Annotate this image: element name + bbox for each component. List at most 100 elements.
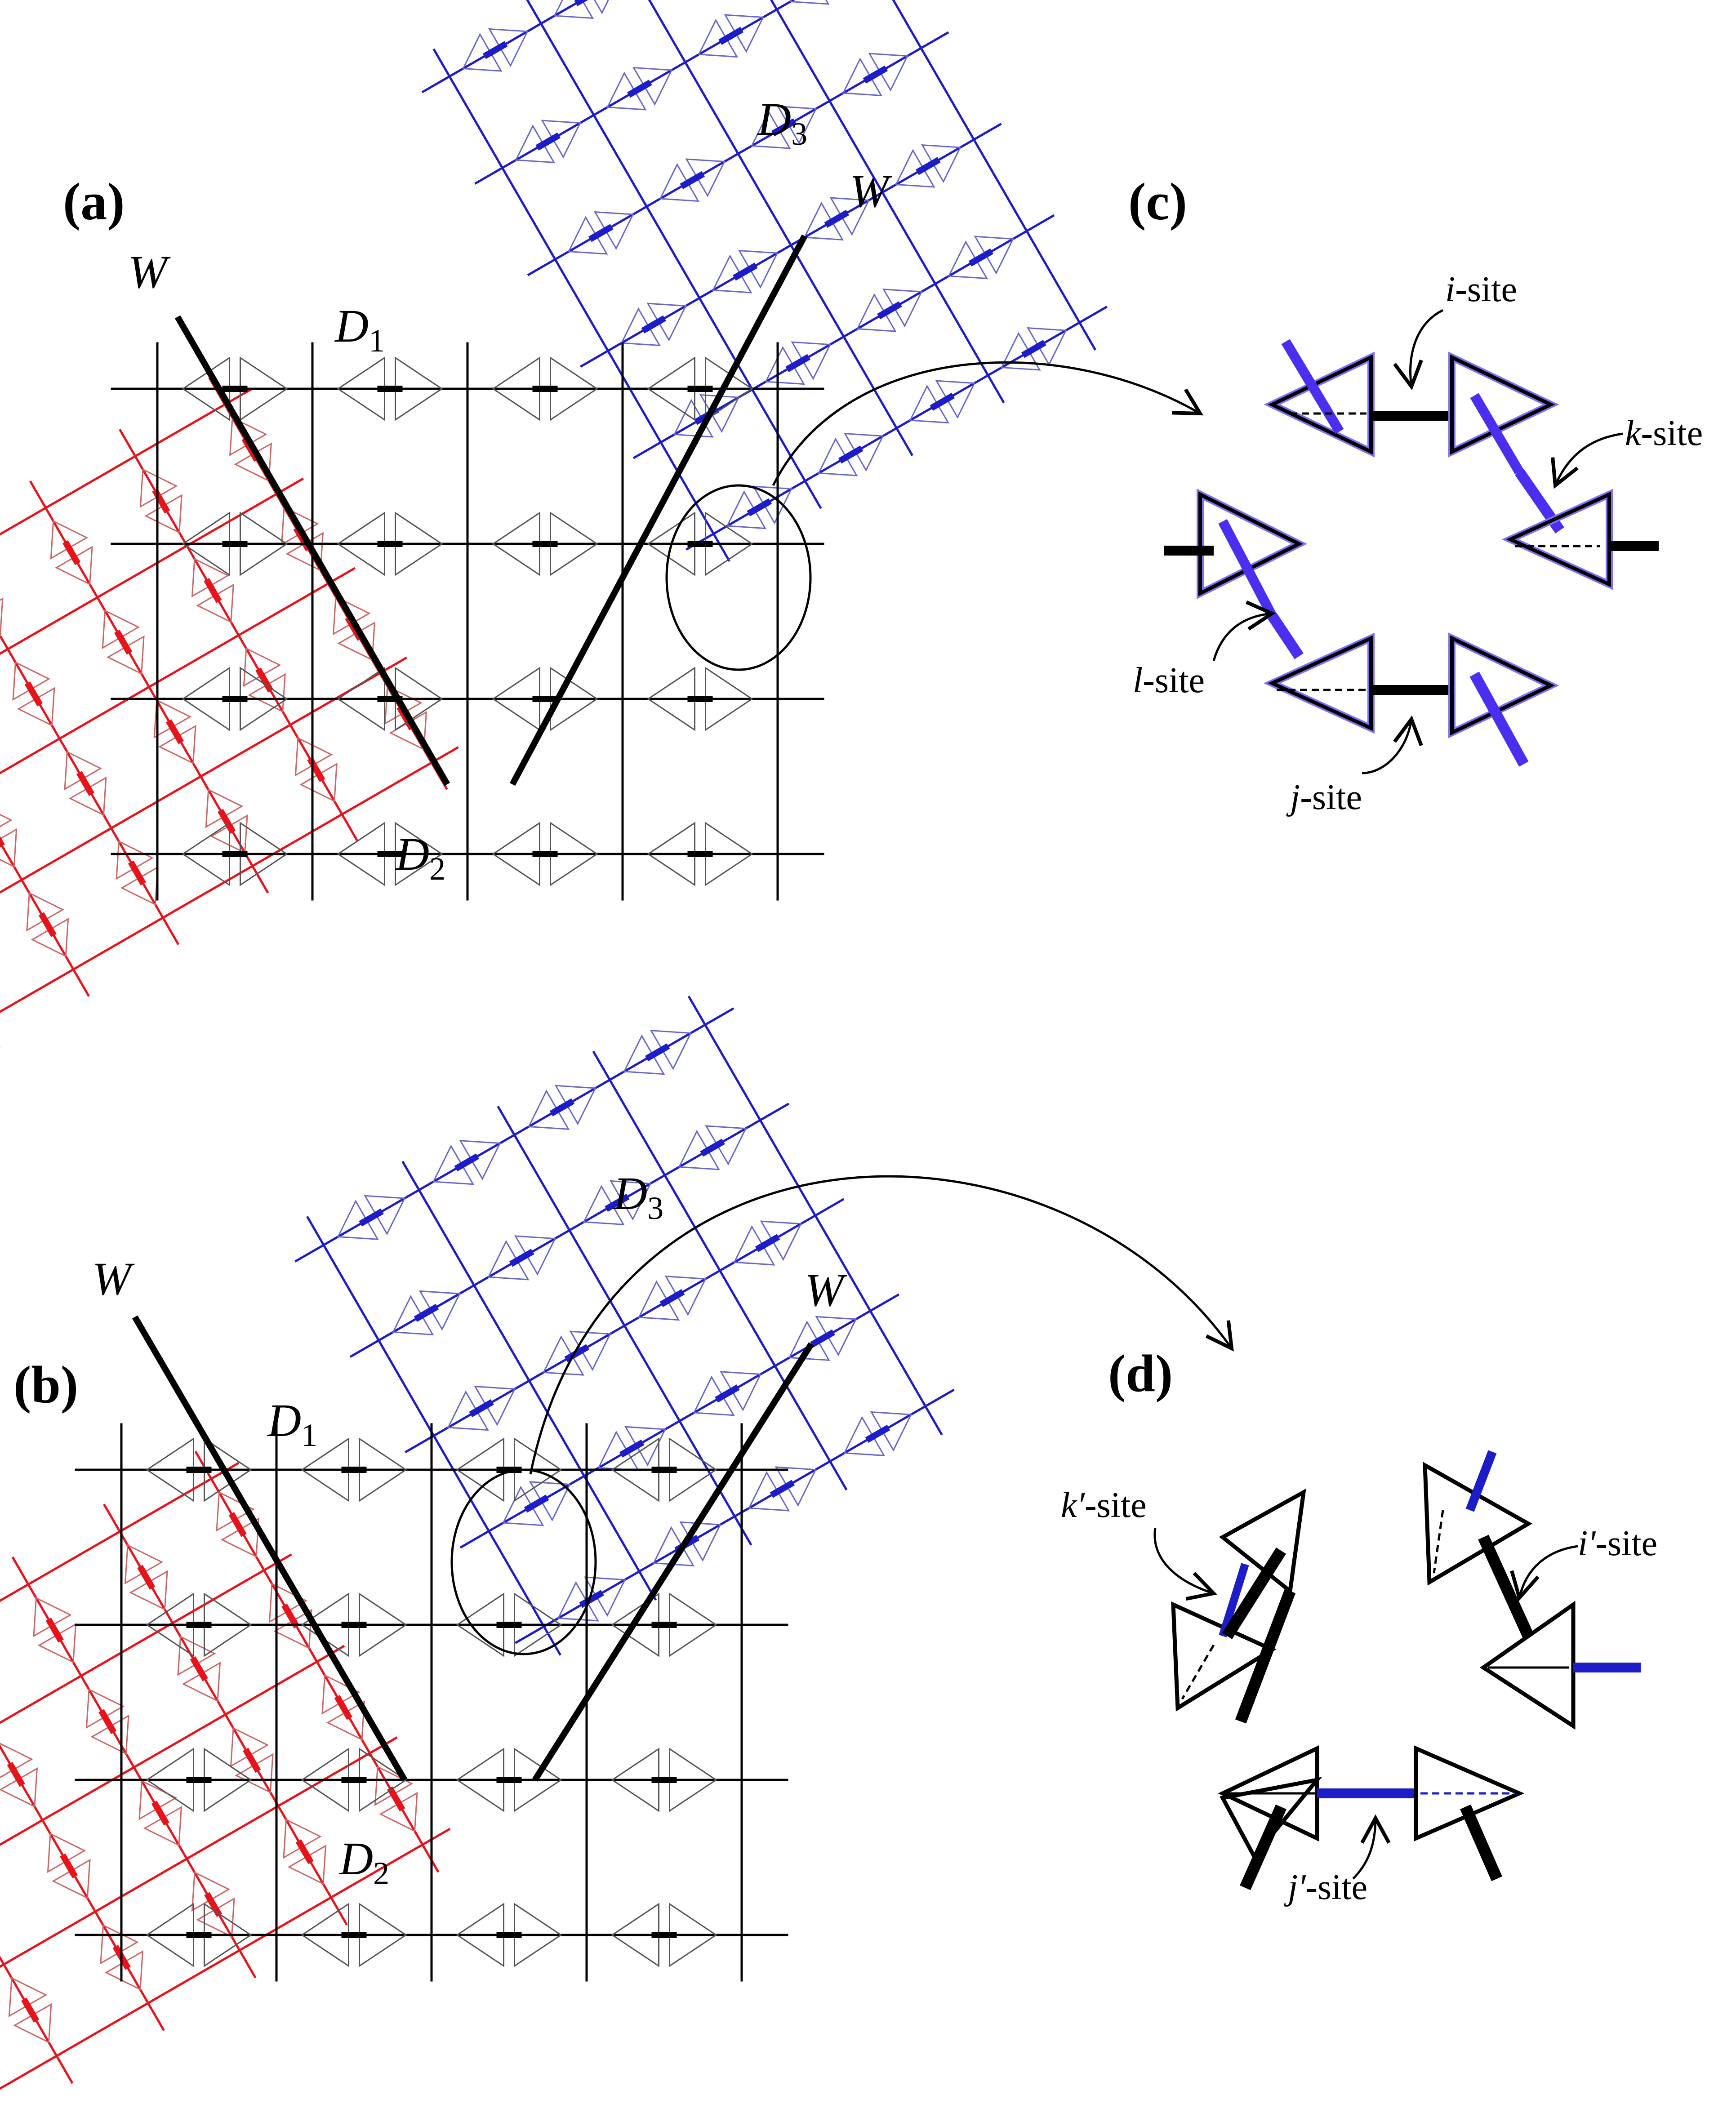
spin-bond	[337, 1697, 350, 1718]
jprime-site-label: j'-site	[1284, 1868, 1367, 1907]
spin-bond	[864, 68, 886, 81]
panel-label: (b)	[13, 1355, 78, 1414]
spin-bond	[140, 1566, 152, 1588]
spin-bond	[787, 357, 809, 369]
spin-bond	[970, 251, 992, 264]
spin-bond	[24, 1999, 36, 2021]
spin-bond	[456, 1156, 477, 1169]
grid-line	[0, 658, 407, 947]
domain-wall-left	[135, 1317, 405, 1780]
spin-bond	[117, 632, 129, 653]
spin-bond	[681, 174, 703, 187]
tetrahedron-glyph	[0, 1913, 14, 1961]
tetrahedron-bottom-right	[1416, 1748, 1519, 1879]
domain-d1-label: D1	[334, 300, 385, 359]
tetrahedron-bottom-left	[1223, 1748, 1317, 1888]
tetrahedron-upper-right	[1425, 1452, 1528, 1582]
spin-bond	[154, 1802, 167, 1824]
spin-bond	[717, 1387, 738, 1400]
panel-c: (c)	[1128, 172, 1703, 817]
spin-bond	[27, 683, 40, 705]
k-site-label: k-site	[1625, 414, 1703, 453]
spin-bond	[931, 396, 953, 408]
spin-bond	[826, 213, 847, 225]
grid-line	[0, 533, 178, 944]
wall-label-left: W	[92, 1253, 135, 1305]
zoom-arrow	[773, 362, 1200, 485]
domain-d2-label: D2	[395, 828, 445, 887]
spin-bond	[867, 1428, 888, 1440]
grid-line	[617, 0, 913, 456]
wall-label-right: W	[850, 165, 892, 217]
spin-bond	[65, 542, 78, 563]
spin-bond	[79, 773, 92, 794]
tetrahedron-left	[1164, 494, 1299, 616]
spin-bond	[720, 30, 742, 42]
domain-d2-label: D2	[338, 1833, 389, 1891]
spin-bond	[621, 1442, 643, 1455]
spin-bond	[390, 1788, 402, 1810]
wall-label-left: W	[128, 246, 171, 298]
spin-bond	[1023, 342, 1045, 355]
spin-bond	[0, 824, 2, 846]
spin-bond	[284, 1605, 297, 1627]
spin-bond	[643, 318, 664, 331]
lattice-grid	[0, 1436, 466, 2115]
tetrahedron-glyph	[0, 1967, 46, 2016]
spin-bond	[757, 1237, 778, 1250]
panel-d: (d)	[1061, 1344, 1657, 1907]
spin-bond	[734, 265, 756, 278]
spin-bond	[840, 448, 862, 461]
spin-bond	[298, 1841, 311, 1863]
d3-blue-lattice	[279, 980, 971, 1672]
spin-bond	[661, 1292, 683, 1304]
panel-label: (c)	[1128, 172, 1187, 231]
tetrahedron-right	[1510, 494, 1659, 584]
spin-bond	[415, 1307, 437, 1319]
grid-line	[475, 0, 895, 184]
spin-bond	[245, 1749, 258, 1771]
spin-bond	[41, 914, 54, 935]
spin-bond	[206, 580, 219, 601]
kprime-site-pointer	[1155, 1528, 1214, 1593]
tetrahedron-bottom-right	[1452, 638, 1551, 764]
spin-bond	[361, 1211, 382, 1224]
l-site-label: l-site	[1133, 661, 1205, 700]
panel-b: (b) W W D1 D2 D3	[0, 980, 1232, 2115]
d2-red-lattice	[0, 1436, 466, 2115]
d1-black-lattice	[111, 342, 824, 901]
spin-bond	[193, 1658, 205, 1680]
panel-a: (a) W W D1 D2 D3	[0, 0, 1200, 1063]
iprime-site-bond	[1483, 1537, 1528, 1636]
spin-bond	[62, 1855, 75, 1877]
domain-d1-label: D1	[267, 1395, 317, 1453]
spin-bond	[812, 1332, 833, 1345]
spin-bond	[169, 721, 181, 743]
j-site-label: j-site	[1286, 778, 1362, 817]
spin-bond	[629, 82, 650, 95]
spin-bond	[220, 810, 233, 832]
spin-bond	[485, 44, 506, 56]
grid-line	[800, 0, 1095, 350]
d1-black-lattice	[75, 1423, 788, 1982]
spin-bond	[537, 135, 559, 148]
wall-label-right: W	[805, 1264, 847, 1316]
tetrahedron-top-left	[1272, 342, 1371, 452]
domain-d3-label: D3	[613, 1168, 663, 1226]
spin-bond	[49, 1619, 61, 1641]
selection-ellipse	[452, 1470, 596, 1654]
l-site-bond	[1272, 616, 1299, 656]
spin-bond	[551, 1101, 573, 1114]
iprime-site-pointer	[1519, 1546, 1578, 1598]
spin-bond	[231, 1514, 244, 1535]
i-site-label: i-site	[1445, 270, 1517, 309]
spin-bond	[590, 227, 612, 239]
tetrahedron-top-right	[1452, 357, 1551, 472]
lattice-grid	[279, 980, 971, 1672]
tetrahedron-bottom-left	[1272, 638, 1371, 728]
spin-bond	[10, 1764, 22, 1785]
spin-bond	[646, 1046, 668, 1058]
spin-bond	[101, 1711, 114, 1732]
grid-line	[0, 747, 458, 1036]
